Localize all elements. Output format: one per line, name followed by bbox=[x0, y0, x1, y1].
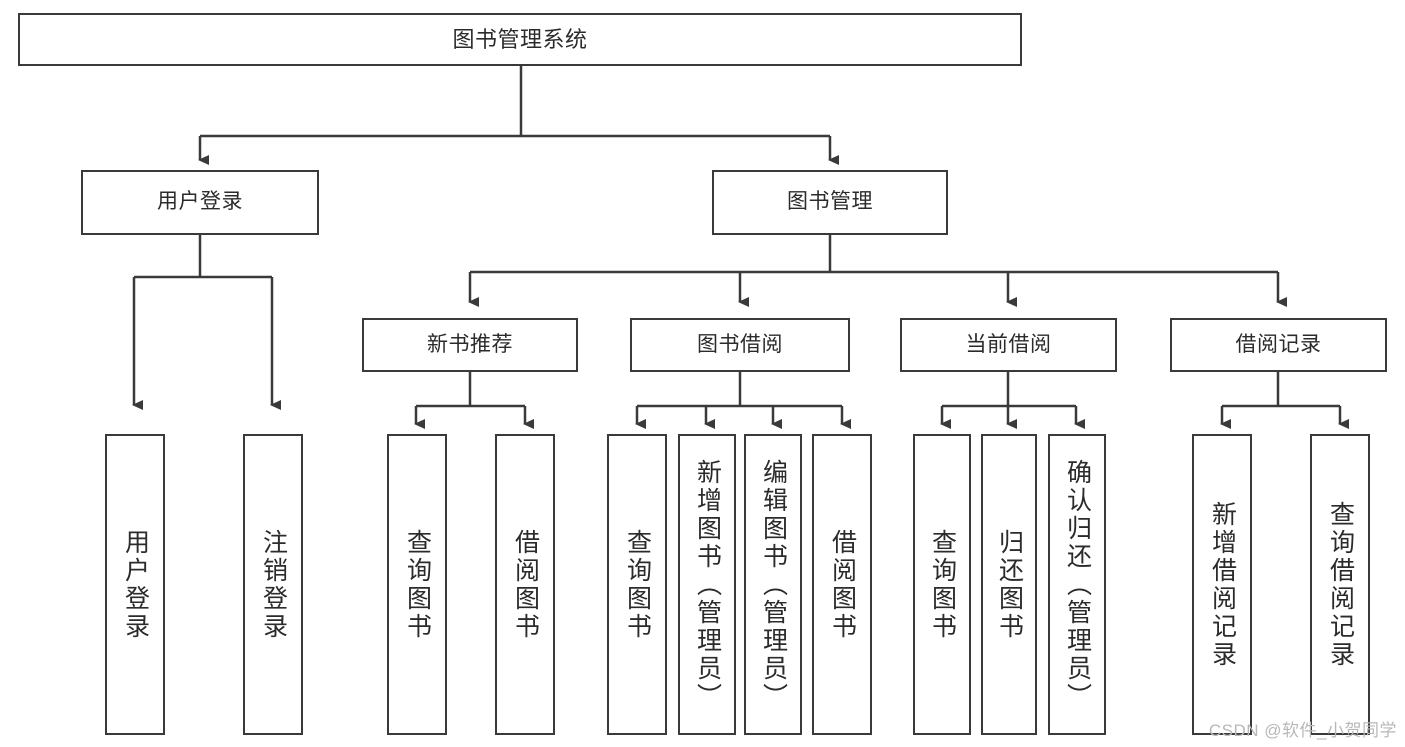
node-root[interactable]: 图书管理系统 bbox=[18, 13, 1022, 66]
leaf-query-book-3-label: 查询图书 bbox=[928, 528, 957, 641]
leaf-query-record[interactable]: 查询借阅记录 bbox=[1310, 434, 1370, 735]
leaf-edit-book[interactable]: 编辑图书（管理员） bbox=[744, 434, 802, 735]
leaf-borrow-book-2[interactable]: 借阅图书 bbox=[812, 434, 872, 735]
node-current-borrow[interactable]: 当前借阅 bbox=[900, 318, 1117, 372]
leaf-user-login[interactable]: 用户登录 bbox=[105, 434, 165, 735]
leaf-add-book-label: 新增图书（管理员） bbox=[693, 458, 722, 711]
node-book-management-label: 图书管理 bbox=[787, 190, 873, 214]
node-new-book-recommend[interactable]: 新书推荐 bbox=[362, 318, 578, 372]
node-root-label: 图书管理系统 bbox=[452, 26, 588, 52]
node-borrow-record[interactable]: 借阅记录 bbox=[1170, 318, 1387, 372]
leaf-logout-login-label: 注销登录 bbox=[259, 528, 288, 641]
leaf-add-record-label: 新增借阅记录 bbox=[1208, 500, 1237, 669]
leaf-user-login-label: 用户登录 bbox=[121, 528, 150, 641]
leaf-borrow-book-1[interactable]: 借阅图书 bbox=[495, 434, 555, 735]
leaf-query-book-1-label: 查询图书 bbox=[403, 528, 432, 641]
leaf-add-record[interactable]: 新增借阅记录 bbox=[1192, 434, 1252, 735]
node-user-login[interactable]: 用户登录 bbox=[81, 170, 319, 235]
leaf-query-record-label: 查询借阅记录 bbox=[1326, 500, 1355, 669]
node-user-login-label: 用户登录 bbox=[157, 190, 243, 214]
leaf-query-book-2-label: 查询图书 bbox=[623, 528, 652, 641]
leaf-borrow-book-1-label: 借阅图书 bbox=[511, 528, 540, 641]
node-book-management[interactable]: 图书管理 bbox=[712, 170, 948, 235]
leaf-logout-login[interactable]: 注销登录 bbox=[243, 434, 303, 735]
node-current-borrow-label: 当前借阅 bbox=[965, 332, 1052, 356]
node-book-borrow-label: 图书借阅 bbox=[697, 332, 783, 356]
leaf-confirm-return-label: 确认归还（管理员） bbox=[1063, 458, 1092, 711]
leaf-confirm-return[interactable]: 确认归还（管理员） bbox=[1048, 434, 1106, 735]
csdn-watermark: CSDN @软件_小贺同学 bbox=[1208, 721, 1397, 740]
leaf-return-book-label: 归还图书 bbox=[995, 528, 1024, 641]
leaf-query-book-2[interactable]: 查询图书 bbox=[607, 434, 667, 735]
leaf-borrow-book-2-label: 借阅图书 bbox=[828, 528, 857, 641]
leaf-add-book[interactable]: 新增图书（管理员） bbox=[678, 434, 736, 735]
leaf-return-book[interactable]: 归还图书 bbox=[981, 434, 1037, 735]
leaf-query-book-1[interactable]: 查询图书 bbox=[387, 434, 447, 735]
node-borrow-record-label: 借阅记录 bbox=[1235, 332, 1322, 356]
leaf-edit-book-label: 编辑图书（管理员） bbox=[759, 458, 788, 711]
node-book-borrow[interactable]: 图书借阅 bbox=[630, 318, 850, 372]
node-new-book-recommend-label: 新书推荐 bbox=[427, 332, 513, 356]
leaf-query-book-3[interactable]: 查询图书 bbox=[913, 434, 971, 735]
